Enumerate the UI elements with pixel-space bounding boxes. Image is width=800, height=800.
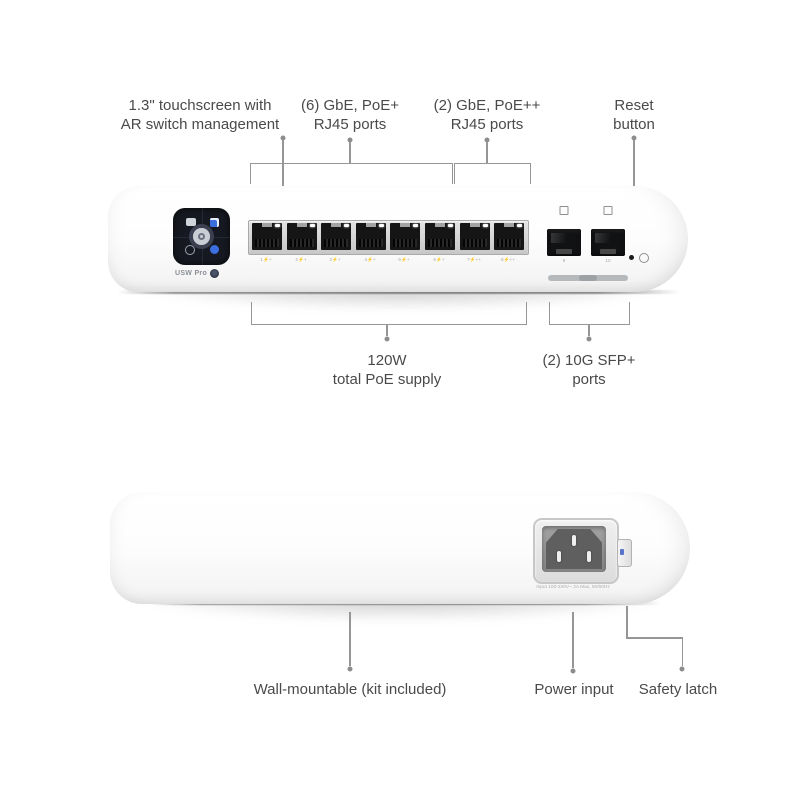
rj45-port-7 bbox=[460, 223, 490, 250]
callout-label-poe-plus-ports: (6) GbE, PoE+ RJ45 ports bbox=[301, 96, 399, 134]
port-number-label: 2⚡+ bbox=[295, 257, 307, 263]
port-number-label: 6⚡+ bbox=[433, 257, 445, 263]
port-number-label: 4⚡+ bbox=[364, 257, 376, 263]
network-status-icon bbox=[210, 245, 219, 254]
callout-bracket-sfp bbox=[549, 302, 630, 325]
callout-label-reset-line1: Reset bbox=[614, 97, 654, 114]
callout-bracket-poe-budget bbox=[251, 302, 527, 325]
safety-latch bbox=[617, 539, 632, 567]
reset-icon bbox=[639, 253, 649, 263]
power-socket-c14 bbox=[546, 529, 602, 569]
sfp-port-10 bbox=[591, 229, 625, 256]
callout-stem-poe-plus bbox=[349, 142, 351, 163]
port-led-icon bbox=[379, 224, 384, 227]
port-led-icon bbox=[310, 224, 315, 227]
port-led-icon bbox=[483, 224, 488, 227]
sfp-led-indicator bbox=[603, 206, 613, 215]
power-pin-neutral bbox=[557, 551, 561, 562]
rj45-port-1 bbox=[252, 223, 282, 250]
callout-label-poe-plusplus-line1: (2) GbE, PoE++ bbox=[433, 97, 541, 114]
rj45-port-5 bbox=[390, 223, 420, 250]
switch-rear-view: Input 100-240V~ 2A Max, 50/60Hz bbox=[110, 492, 690, 604]
callout-dot-touchscreen bbox=[280, 135, 286, 141]
power-input-recess bbox=[542, 526, 606, 572]
display-icon bbox=[186, 218, 196, 226]
port-led-icon bbox=[517, 224, 522, 227]
callout-line-touchscreen bbox=[282, 140, 284, 188]
power-input-bezel bbox=[533, 518, 619, 584]
unifi-logo-badge-icon bbox=[210, 269, 220, 278]
callout-label-safety-latch: Safety latch bbox=[638, 681, 718, 698]
callout-label-poe-plusplus-ports: (2) GbE, PoE++ RJ45 ports bbox=[434, 96, 541, 134]
port-number-label: 7⚡++ bbox=[467, 257, 481, 263]
callout-label-reset-line2: button bbox=[613, 116, 655, 133]
port-number-label: 8⚡++ bbox=[501, 257, 515, 263]
touchscreen-dial bbox=[189, 224, 214, 249]
port-number-label: 5⚡+ bbox=[398, 257, 410, 263]
callout-label-wall-mount: Wall-mountable (kit included) bbox=[253, 681, 447, 698]
sfp-led-indicator bbox=[559, 206, 569, 215]
model-label: USW Pro bbox=[174, 269, 220, 278]
callout-dot-power-input bbox=[570, 668, 576, 674]
callout-stem-sfp bbox=[588, 324, 590, 336]
rj45-port-4 bbox=[356, 223, 386, 250]
callout-label-poe-plusplus-line2: RJ45 ports bbox=[450, 116, 524, 133]
power-spec-label: Input 100-240V~ 2A Max, 50/60Hz bbox=[536, 584, 610, 590]
rj45-port-8 bbox=[494, 223, 524, 250]
callout-dot-poe-plusplus bbox=[484, 137, 490, 143]
callout-label-touchscreen-line1: 1.3" touchscreen with bbox=[128, 97, 272, 114]
switch-front-view: USW Pro 1⚡+ 2⚡+ 3⚡+ 4⚡+ 5⚡+ 6⚡+ 7⚡++ 8⚡+… bbox=[108, 186, 688, 292]
callout-dot-wall-mount bbox=[347, 666, 353, 672]
callout-stem-poe-plusplus bbox=[486, 142, 488, 163]
port-led-icon bbox=[344, 224, 349, 227]
callout-label-touchscreen: 1.3" touchscreen with AR switch manageme… bbox=[121, 96, 279, 134]
port-led-icon bbox=[413, 224, 418, 227]
callout-dot-sfp bbox=[586, 336, 592, 342]
touchscreen-display bbox=[173, 208, 230, 265]
callout-label-poe-plus-line1: (6) GbE, PoE+ bbox=[301, 97, 399, 114]
callout-label-touchscreen-line2: AR switch management bbox=[120, 116, 280, 133]
power-pin-live bbox=[587, 551, 591, 562]
rj45-port-2 bbox=[287, 223, 317, 250]
callout-line-safety-latch-upper bbox=[626, 606, 628, 638]
callout-line-wall-mount bbox=[349, 612, 351, 666]
callout-bracket-poe-plus bbox=[250, 163, 453, 184]
port-number-label: 1⚡+ bbox=[260, 257, 272, 263]
sfp-port-9 bbox=[547, 229, 581, 256]
rj45-port-3 bbox=[321, 223, 351, 250]
callout-line-safety-latch-jog bbox=[626, 637, 683, 639]
callout-label-poe-budget-line1: 120W bbox=[367, 352, 407, 369]
rj45-port-block bbox=[248, 220, 529, 255]
callout-label-sfp-line1: (2) 10G SFP+ bbox=[542, 352, 636, 369]
port-led-icon bbox=[448, 224, 453, 227]
reset-button bbox=[629, 255, 634, 260]
power-pin-earth bbox=[572, 535, 576, 546]
vent-strip bbox=[548, 275, 628, 281]
callout-line-safety-latch-lower bbox=[681, 638, 683, 666]
callout-dot-poe-budget bbox=[384, 336, 390, 342]
callout-label-power-input: Power input bbox=[534, 681, 614, 698]
callout-dot-safety-latch bbox=[679, 666, 685, 672]
callout-label-sfp-line2: ports bbox=[572, 371, 606, 388]
callout-bracket-poe-plusplus bbox=[454, 163, 531, 184]
model-label-text: USW Pro bbox=[174, 270, 208, 277]
callout-line-power-input bbox=[572, 612, 574, 668]
callout-dot-poe-plus bbox=[347, 137, 353, 143]
callout-label-poe-budget-line2: total PoE supply bbox=[332, 371, 442, 388]
callout-label-poe-budget: 120W total PoE supply bbox=[333, 351, 441, 389]
callout-label-reset: Reset button bbox=[613, 96, 655, 134]
port-led-icon bbox=[275, 224, 280, 227]
callout-dot-reset bbox=[631, 135, 637, 141]
clock-icon bbox=[185, 245, 195, 255]
sfp-number-label: 10 bbox=[605, 258, 611, 264]
poe-status-icon bbox=[210, 218, 219, 227]
sfp-number-label: 9 bbox=[562, 258, 566, 264]
rj45-port-6 bbox=[425, 223, 455, 250]
callout-label-poe-plus-line2: RJ45 ports bbox=[313, 116, 387, 133]
callout-label-sfp: (2) 10G SFP+ ports bbox=[543, 351, 636, 389]
callout-stem-poe-budget bbox=[386, 324, 388, 336]
port-number-label: 3⚡+ bbox=[329, 257, 341, 263]
touchscreen-dial-center bbox=[193, 228, 210, 245]
